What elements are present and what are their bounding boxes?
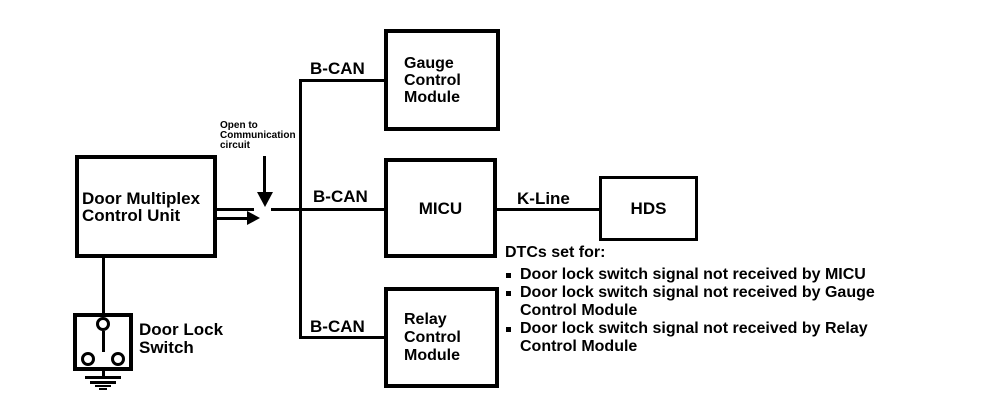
door-lock-switch-label: Door Lock Switch [139, 320, 224, 357]
dtc-item: Door lock switch signal not received by … [505, 284, 955, 320]
node-label: Control Unit [82, 205, 181, 225]
switch-terminal-icon [81, 352, 95, 366]
dtc-note: DTCs set for: Door lock switch signal no… [505, 244, 955, 356]
node-label: Door Multiplex [82, 188, 201, 208]
node-micu: MICU [384, 158, 497, 258]
node-label: MICU [418, 198, 463, 218]
bus-label-kline: K-Line [517, 189, 570, 208]
wire-kline [497, 208, 599, 211]
switch-blade [102, 331, 105, 352]
node-door-multiplex-control-unit: Door Multiplex Control Unit [75, 155, 217, 258]
node-label: Control [404, 328, 461, 346]
switch-terminal-icon [96, 317, 110, 331]
node-label: Relay [404, 310, 447, 328]
dtc-list: Door lock switch signal not received by … [505, 266, 955, 356]
wire-bcan-relay-branch [299, 336, 384, 339]
bus-label-bcan-bottom: B-CAN [310, 317, 365, 336]
wire-bcan-gauge-branch [299, 79, 384, 82]
node-label: Module [404, 88, 460, 106]
open-circuit-annotation: Open to Communication circuit [220, 120, 296, 151]
wire-main-left-segment [217, 208, 254, 211]
bus-label-bcan-middle: B-CAN [313, 187, 368, 206]
node-gauge-control-module: Gauge Control Module [384, 29, 500, 131]
node-label: HDS [630, 199, 667, 218]
node-hds: HDS [599, 176, 698, 241]
node-label: Control [404, 71, 461, 89]
wire-main-right-segment [271, 208, 384, 211]
node-label: Gauge [404, 54, 454, 72]
wire-switch-to-unit [102, 258, 105, 313]
switch-terminal-icon [111, 352, 125, 366]
dtc-title: DTCs set for: [505, 244, 606, 261]
dtc-item: Door lock switch signal not received by … [505, 266, 955, 284]
bus-label-bcan-top: B-CAN [310, 59, 365, 78]
node-label: Module [404, 346, 460, 364]
dtc-item: Door lock switch signal not received by … [505, 320, 955, 356]
node-relay-control-module: Relay Control Module [384, 287, 499, 388]
